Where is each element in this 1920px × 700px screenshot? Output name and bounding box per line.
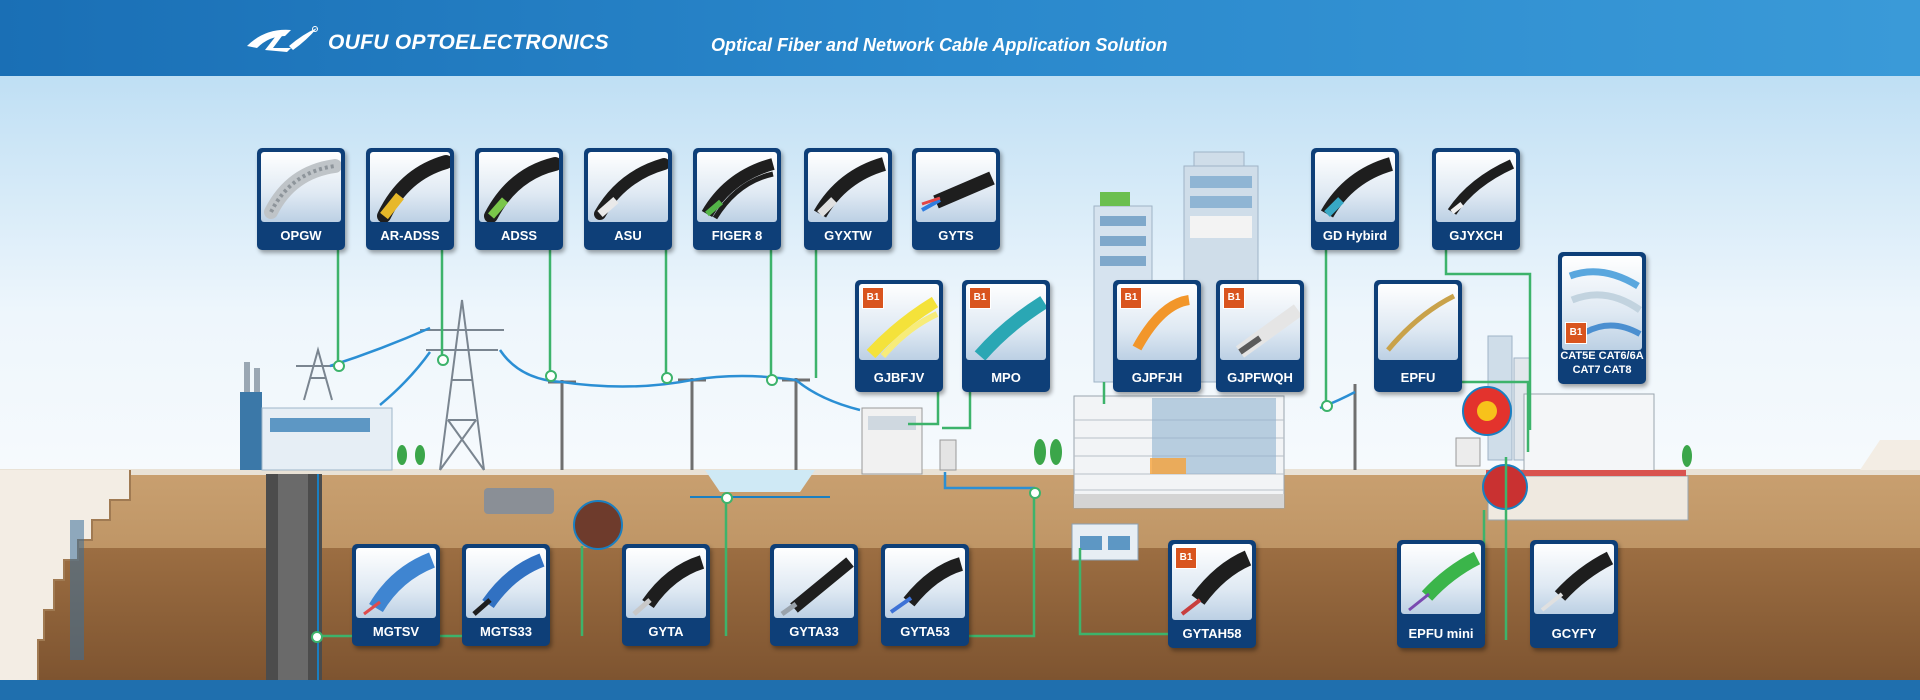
gjbfjv-cable-icon: B1 (859, 284, 939, 360)
gjpfwqh-cable-icon: B1 (1220, 284, 1300, 360)
cable-card-network[interactable]: B1 CAT5E CAT6/6A CAT7 CAT8 (1558, 252, 1646, 384)
b1-fire-rating-badge: B1 (969, 287, 991, 309)
page-title: Optical Fiber and Network Cable Applicat… (711, 35, 1168, 55)
cable-label: EPFU (1400, 370, 1436, 385)
epfu-cable-icon (1378, 284, 1458, 360)
connector-dot (333, 360, 345, 372)
gyta53-cable-icon (885, 548, 965, 618)
cable-card-gyta53[interactable]: GYTA53 (881, 544, 969, 646)
cable-label: GD Hybird (1322, 228, 1388, 243)
network-cable-icon: B1 (1562, 256, 1642, 350)
cable-label: GYTA33 (789, 624, 839, 639)
cable-card-gyta[interactable]: GYTA (622, 544, 710, 646)
mgtsv-cable-icon (356, 548, 436, 618)
figure8-cable-icon (697, 152, 777, 222)
cable-card-gjpfwqh[interactable]: B1 GJPFWQH (1216, 280, 1304, 392)
cable-label: AR-ADSS (380, 228, 440, 243)
gytah58-cable-icon: B1 (1172, 544, 1252, 620)
application-scene (0, 76, 1920, 680)
gcyfy-cable-icon (1534, 544, 1614, 614)
cable-label: GJPFWQH (1227, 370, 1293, 385)
cable-card-gyxtw[interactable]: GYXTW (804, 148, 892, 250)
cable-card-mgts33[interactable]: MGTS33 (462, 544, 550, 646)
mgts33-cable-icon (466, 548, 546, 618)
epfu-mini-cable-icon (1401, 544, 1481, 614)
gd-hybrid-cable-icon (1315, 152, 1395, 222)
cable-card-epfu-mini[interactable]: EPFU mini (1397, 540, 1485, 648)
cable-label: OPGW (280, 228, 322, 243)
cable-card-adss[interactable]: ADSS (475, 148, 563, 250)
cable-label: GYTS (938, 228, 974, 243)
cable-label: MGTS33 (479, 624, 532, 639)
b1-fire-rating-badge: B1 (1175, 547, 1197, 569)
cable-card-figer8[interactable]: FIGER 8 (693, 148, 781, 250)
footer-bar (0, 680, 1920, 700)
cable-card-gcyfy[interactable]: GCYFY (1530, 540, 1618, 648)
cable-card-gytah58[interactable]: B1 GYTAH58 (1168, 540, 1256, 648)
cable-card-gd-hybird[interactable]: GD Hybird (1311, 148, 1399, 250)
cable-label: GYXTW (824, 228, 872, 243)
gjpfjh-cable-icon: B1 (1117, 284, 1197, 360)
cable-label: GYTA (648, 624, 684, 639)
b1-fire-rating-badge: B1 (1565, 322, 1587, 344)
gyta33-cable-icon (774, 548, 854, 618)
scene-illustration (0, 76, 1920, 680)
cable-label: MPO (991, 370, 1021, 385)
oufu-logo-icon (247, 26, 318, 52)
connector-dot (721, 492, 733, 504)
connector-dot (766, 374, 778, 386)
cable-card-mgtsv[interactable]: MGTSV (352, 544, 440, 646)
gyts-cable-icon (916, 152, 996, 222)
gyta-cable-icon (626, 548, 706, 618)
cable-card-gjpfjh[interactable]: B1 GJPFJH (1113, 280, 1201, 392)
cable-card-gyta33[interactable]: GYTA33 (770, 544, 858, 646)
mpo-cable-icon: B1 (966, 284, 1046, 360)
b1-fire-rating-badge: B1 (1120, 287, 1142, 309)
cable-card-opgw[interactable]: OPGW (257, 148, 345, 250)
cable-label: FIGER 8 (711, 228, 763, 243)
cable-label: GJYXCH (1449, 228, 1503, 243)
cable-label: GJPFJH (1131, 370, 1183, 385)
brand-name: OUFU OPTOELECTRONICS (328, 31, 609, 54)
cable-label: MGTSV (372, 624, 420, 639)
cable-card-gjbfjv[interactable]: B1 GJBFJV (855, 280, 943, 392)
cable-card-gyts[interactable]: GYTS (912, 148, 1000, 250)
cable-card-ar-adss[interactable]: AR-ADSS (366, 148, 454, 250)
network-cable-types-line1: CAT5E CAT6/6A (1560, 350, 1644, 362)
cable-card-epfu[interactable]: EPFU (1374, 280, 1462, 392)
cable-label: GJBFJV (873, 370, 925, 385)
gjyxch-cable-icon (1436, 152, 1516, 222)
connector-dot (1321, 400, 1333, 412)
cable-label: GCYFY (1551, 626, 1597, 641)
cable-card-mpo[interactable]: B1 MPO (962, 280, 1050, 392)
connector-dot (437, 354, 449, 366)
header-bar: OUFU OPTOELECTRONICS Optical Fiber and N… (0, 0, 1920, 76)
cable-label: CAT5E CAT6/6A CAT7 CAT8 (1558, 349, 1646, 377)
cable-label: EPFU mini (1408, 626, 1474, 641)
cable-label: GYTAH58 (1182, 626, 1242, 641)
network-cable-types-line2: CAT7 CAT8 (1572, 364, 1632, 376)
asu-cable-icon (588, 152, 668, 222)
connector-dot (311, 631, 323, 643)
connector-dot (661, 372, 673, 384)
cable-label: ASU (614, 228, 642, 243)
adss-cable-icon (479, 152, 559, 222)
cable-card-gjyxch[interactable]: GJYXCH (1432, 148, 1520, 250)
opgw-cable-icon (261, 152, 341, 222)
ar-adss-cable-icon (370, 152, 450, 222)
b1-fire-rating-badge: B1 (1223, 287, 1245, 309)
connector-dot (1029, 487, 1041, 499)
connector-dot (545, 370, 557, 382)
gyxtw-cable-icon (808, 152, 888, 222)
b1-fire-rating-badge: B1 (862, 287, 884, 309)
cable-card-asu[interactable]: ASU (584, 148, 672, 250)
cable-label: GYTA53 (900, 624, 950, 639)
cable-label: ADSS (500, 228, 538, 243)
